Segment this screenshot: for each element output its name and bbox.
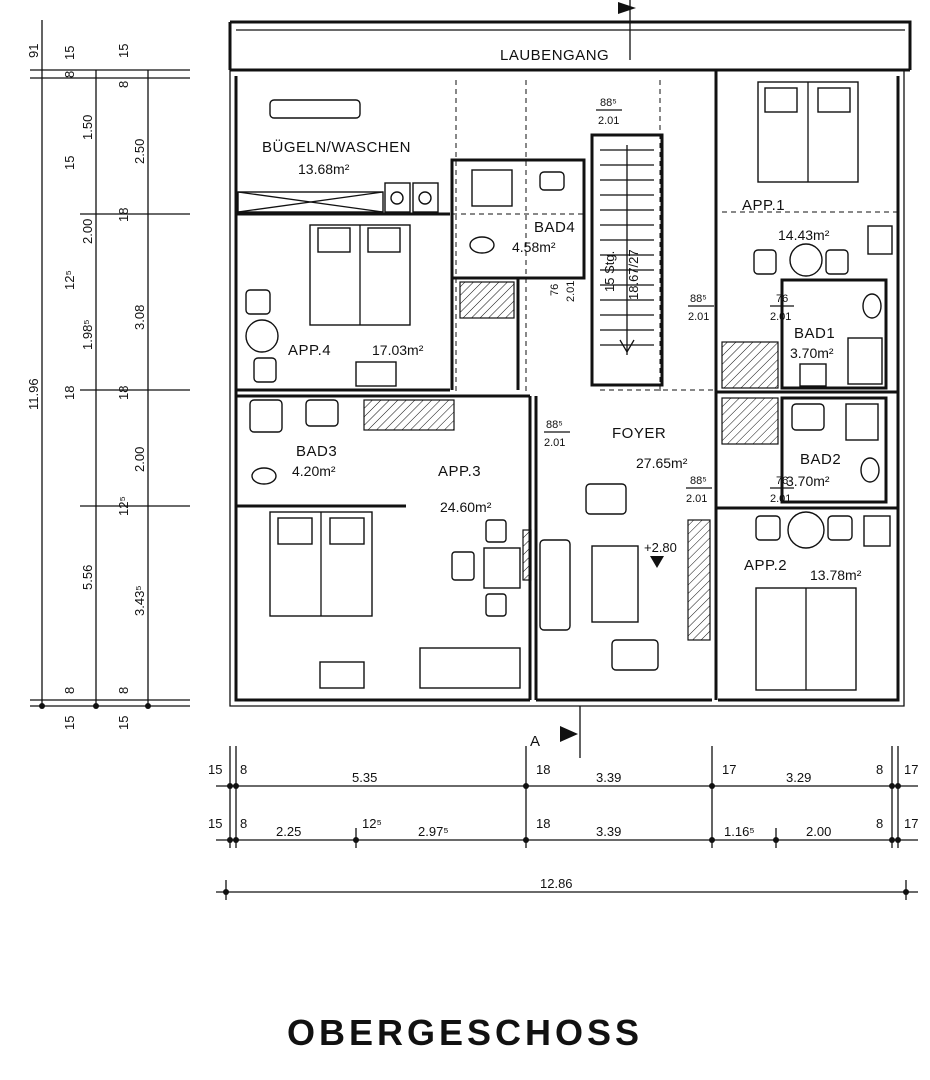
- door-width: 88⁵: [600, 97, 617, 109]
- dim-bottom: 8: [240, 762, 247, 777]
- dim-bottom: 8: [876, 762, 883, 777]
- door-width: 88⁵: [690, 293, 707, 305]
- app2-name: APP.2: [744, 557, 787, 574]
- section-arrow-bottom-icon: [560, 726, 578, 742]
- dim-bottom-total: 12.86: [540, 876, 573, 891]
- bad2-area: 3.70m²: [786, 473, 830, 489]
- section-label: A: [530, 733, 541, 750]
- dim-left: 3.43⁵: [132, 585, 147, 616]
- dim-left: 8: [116, 687, 131, 694]
- dim-left: 15: [116, 716, 131, 730]
- dim-left: 15: [62, 46, 77, 60]
- app1-name: APP.1: [742, 197, 785, 214]
- dim-left: 11.96: [26, 378, 41, 410]
- dim-left: 8: [62, 71, 77, 78]
- foyer-area: 27.65m²: [636, 455, 688, 471]
- drawing-title: OBERGESCHOSS: [286, 1012, 644, 1053]
- door-height: 2.01: [686, 493, 707, 505]
- dim-left: 1.98⁵: [80, 319, 95, 350]
- door-width: 88⁵: [690, 475, 707, 487]
- app3-area: 24.60m²: [440, 499, 492, 515]
- room-labels: LAUBENGANG BÜGELN/WASCHEN 13.68m² APP.4 …: [262, 47, 862, 750]
- dim-left: 5.56: [80, 565, 95, 590]
- outer-walls: [228, 20, 912, 707]
- stair-steps: [600, 145, 654, 355]
- level-label: +2.80: [644, 540, 677, 555]
- dim-left: 18: [116, 386, 131, 400]
- dim-bottom: 15: [208, 816, 222, 831]
- dim-left: 2.00: [80, 219, 95, 244]
- bad1-name: BAD1: [794, 325, 835, 342]
- dim-bottom: 15: [208, 762, 222, 777]
- app2-area: 13.78m²: [810, 567, 862, 583]
- dim-left: 15: [116, 44, 131, 58]
- bad1-area: 3.70m²: [790, 345, 834, 361]
- app3-name: APP.3: [438, 463, 481, 480]
- section-arrow-top-icon: [618, 2, 636, 14]
- dim-bottom: 18: [536, 762, 550, 777]
- door-height: 2.01: [565, 281, 577, 302]
- dim-left: 2.00: [132, 447, 147, 472]
- dim-bottom: 2.00: [806, 824, 831, 839]
- app4-name: APP.4: [288, 342, 331, 359]
- door-height: 2.01: [544, 437, 565, 449]
- dim-left: 2.50: [132, 139, 147, 164]
- door-height: 2.01: [598, 115, 619, 127]
- stair-rise-label: 18.67/27: [626, 249, 641, 300]
- dim-bottom: 8: [240, 816, 247, 831]
- dim-left: 1.50: [80, 115, 95, 140]
- dim-bottom: 8: [876, 816, 883, 831]
- door-labels: 88⁵ 2.01 76 2.01 88⁵ 2.01 76 2.01 88⁵ 2.…: [544, 97, 794, 505]
- dim-left: 3.08: [132, 305, 147, 330]
- bad3-name: BAD3: [296, 443, 337, 460]
- dim-bottom: 12⁵: [362, 816, 382, 831]
- interior-walls: [236, 70, 898, 700]
- dim-left: 18: [62, 386, 77, 400]
- dim-left: 8: [62, 687, 77, 694]
- dim-bottom: 1.16⁵: [724, 824, 755, 839]
- door-height: 2.01: [770, 311, 791, 323]
- dim-left: 18: [116, 208, 131, 222]
- furniture: [237, 81, 893, 691]
- door-height: 2.01: [770, 493, 791, 505]
- dim-left: 15: [62, 156, 77, 170]
- dim-bottom: 17: [722, 762, 736, 777]
- app1-area: 14.43m²: [778, 227, 830, 243]
- laubengang-label: LAUBENGANG: [500, 47, 609, 64]
- door-width: 76: [776, 475, 788, 487]
- door-height: 2.01: [688, 311, 709, 323]
- door-width: 76: [549, 284, 561, 296]
- dim-bottom: 18: [536, 816, 550, 831]
- bad3-area: 4.20m²: [292, 463, 336, 479]
- buegeln-name: BÜGELN/WASCHEN: [262, 138, 411, 156]
- bottom-dimensions: 15 8 5.35 18 3.39 17 3.29 8 17 15 8 2.25…: [208, 746, 918, 900]
- dim-bottom: 3.39: [596, 770, 621, 785]
- dim-left: 15: [62, 716, 77, 730]
- stair-steps-label: 15 Stg.: [602, 251, 617, 292]
- bad4-area: 4.58m²: [512, 239, 556, 255]
- door-width: 76: [776, 293, 788, 305]
- beam-lines: [452, 80, 898, 392]
- level-marker-icon: [650, 556, 664, 568]
- dim-bottom: 5.35: [352, 770, 377, 785]
- app4-area: 17.03m²: [372, 342, 424, 358]
- dim-bottom: 3.29: [786, 770, 811, 785]
- dim-left: 12⁵: [62, 270, 77, 290]
- dim-bottom: 17: [904, 762, 918, 777]
- dim-bottom: 17: [904, 816, 918, 831]
- door-width: 88⁵: [546, 419, 563, 431]
- bad4-name: BAD4: [534, 219, 575, 236]
- buegeln-area: 13.68m²: [298, 161, 350, 177]
- bad2-name: BAD2: [800, 451, 841, 468]
- dim-left: 8: [116, 81, 131, 88]
- dim-bottom: 3.39: [596, 824, 621, 839]
- dim-left: 91: [26, 44, 41, 58]
- left-dimensions: 91 8 15 12⁵ 1.98⁵ 18 11.96 5.56 8 15 15 …: [26, 20, 190, 730]
- dim-bottom: 2.25: [276, 824, 301, 839]
- dim-left: 12⁵: [116, 496, 131, 516]
- dim-bottom: 2.97⁵: [418, 824, 449, 839]
- foyer-name: FOYER: [612, 425, 666, 442]
